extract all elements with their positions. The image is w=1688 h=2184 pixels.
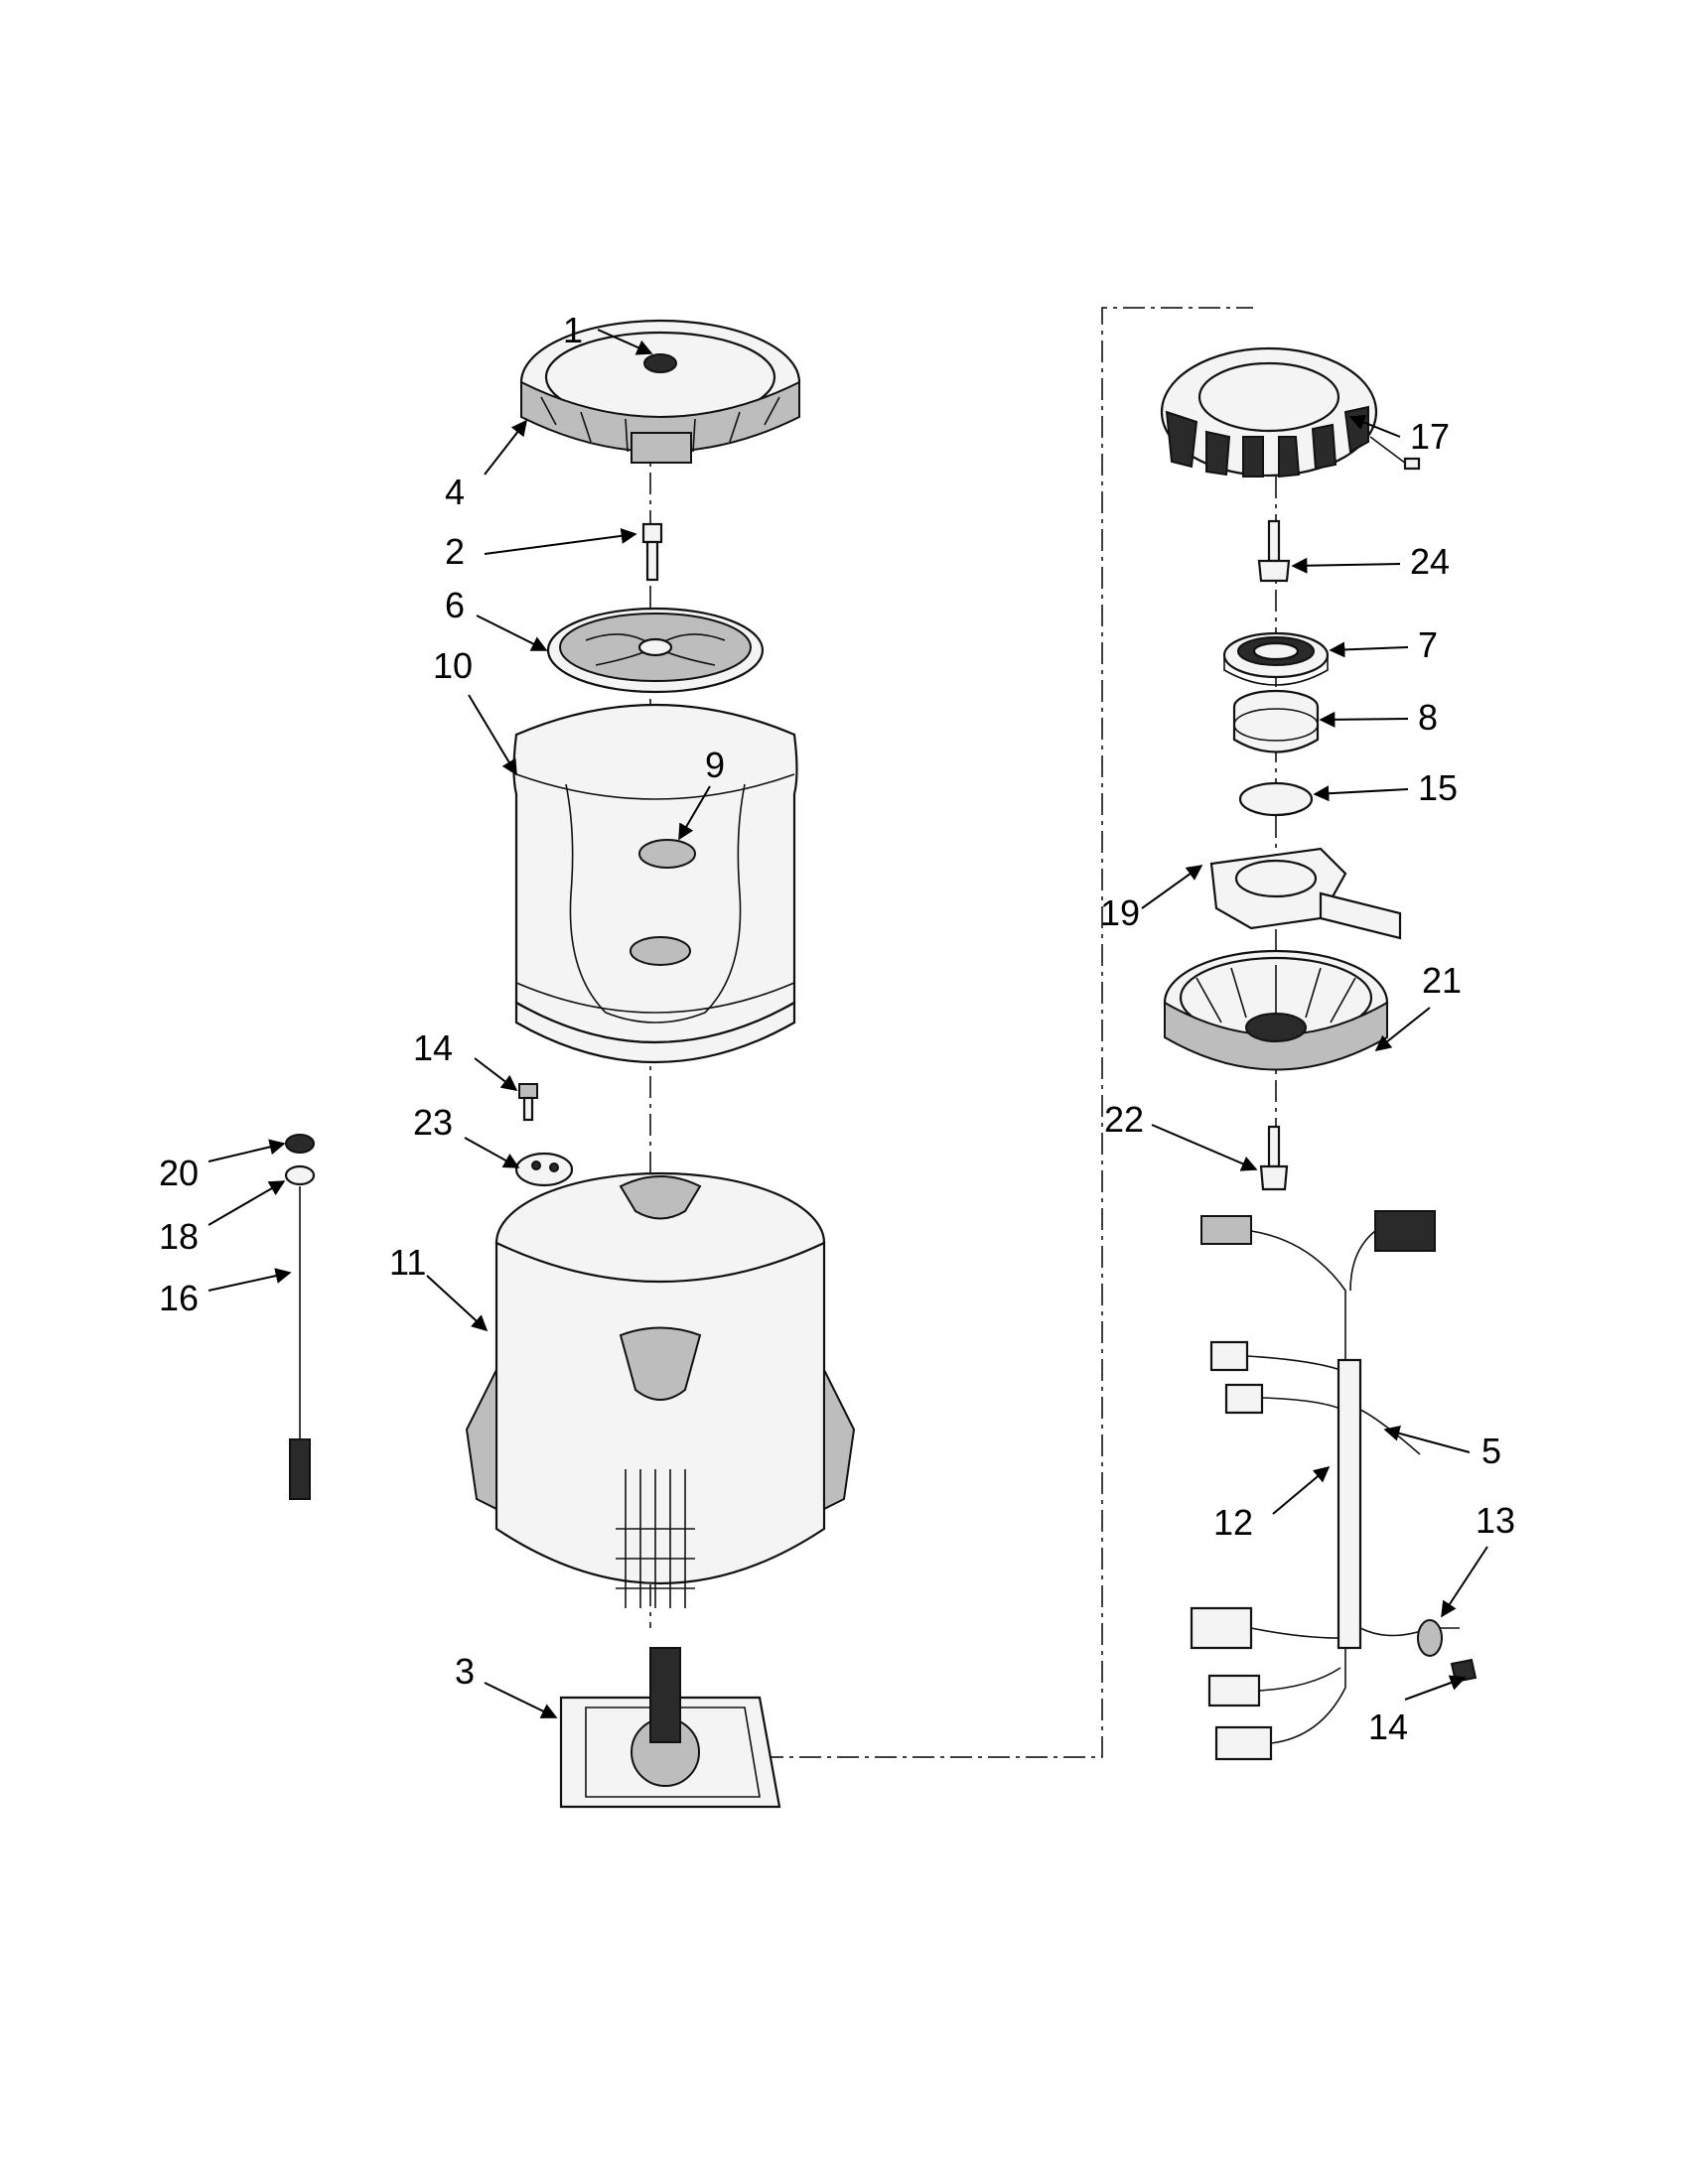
- callout-8: 8: [1418, 697, 1438, 738]
- callout-11: 11: [389, 1242, 426, 1283]
- bolt-part-24: [1257, 519, 1291, 583]
- bolt-part-22: [1259, 1125, 1289, 1191]
- callout-6: 6: [445, 585, 465, 625]
- screw-part-14-upper: [518, 1083, 538, 1122]
- tub-ring-part-4: [519, 319, 801, 464]
- outer-tub-part-11: [465, 1171, 856, 1608]
- bearing-part-7: [1222, 631, 1330, 686]
- callout-14-upper: 14: [413, 1027, 453, 1068]
- callout-1: 1: [563, 310, 583, 350]
- callout-17: 17: [1410, 416, 1450, 457]
- suspension-rod-group: [284, 1134, 316, 1500]
- callout-5: 5: [1481, 1431, 1501, 1471]
- callout-2: 2: [445, 531, 465, 572]
- impeller-part-6: [546, 607, 765, 694]
- callout-16: 16: [159, 1278, 199, 1318]
- callout-20: 20: [159, 1153, 199, 1193]
- o-ring-part-15: [1238, 781, 1314, 817]
- callout-13: 13: [1476, 1500, 1515, 1541]
- callout-21: 21: [1422, 960, 1462, 1001]
- callout-7: 7: [1418, 624, 1438, 665]
- callout-23: 23: [413, 1102, 453, 1143]
- wire-harness-part-12: [1190, 1210, 1477, 1761]
- callout-19: 19: [1100, 892, 1140, 933]
- callout-3: 3: [455, 1651, 475, 1692]
- callout-10: 10: [433, 645, 473, 686]
- mounting-plate-part-3: [559, 1647, 781, 1809]
- hub-part-8: [1232, 689, 1320, 753]
- bolt-part-2: [641, 522, 663, 582]
- callout-9: 9: [705, 745, 725, 785]
- stator-part-17: [1160, 346, 1421, 478]
- basket-part-10: [512, 703, 798, 1064]
- callout-12: 12: [1213, 1502, 1253, 1543]
- callout-14-lower: 14: [1368, 1706, 1408, 1747]
- rotor-part-21: [1163, 949, 1389, 1071]
- disc-part-23: [514, 1152, 574, 1187]
- bracket-part-19: [1209, 847, 1402, 940]
- callout-18: 18: [159, 1216, 199, 1257]
- callout-22: 22: [1104, 1099, 1144, 1140]
- callout-4: 4: [445, 472, 465, 512]
- leader-lines: [208, 329, 1488, 1718]
- callout-24: 24: [1410, 541, 1450, 582]
- callout-15: 15: [1418, 767, 1458, 808]
